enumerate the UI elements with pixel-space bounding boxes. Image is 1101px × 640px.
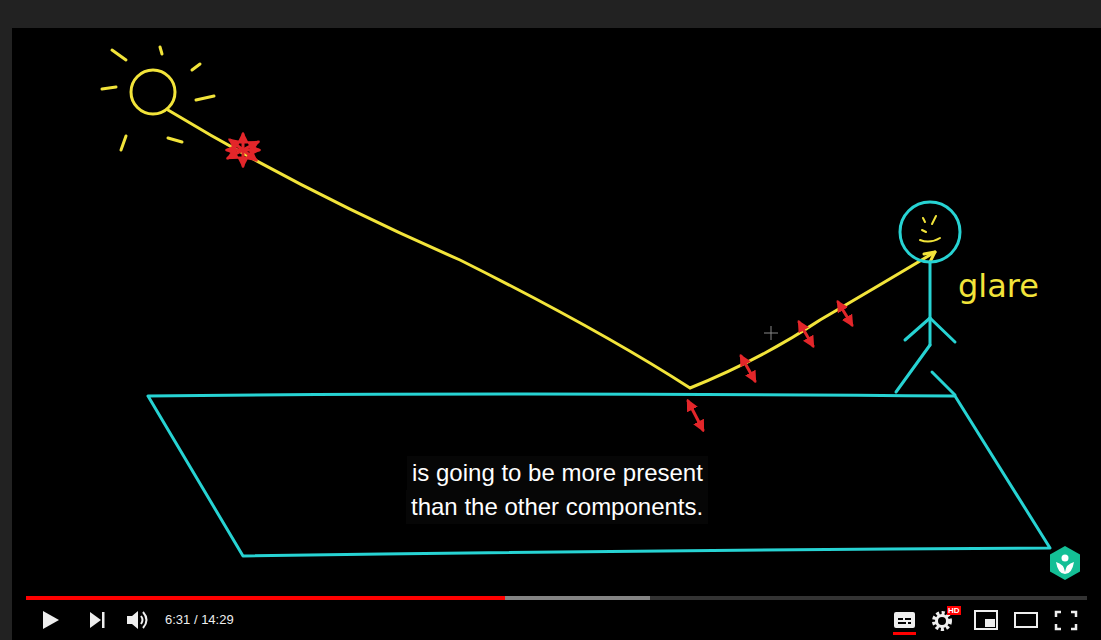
time-display: 6:31 / 14:29 [165, 612, 234, 628]
figure-eye [932, 216, 936, 224]
reflecting-surface [148, 394, 1050, 556]
sun [102, 47, 214, 150]
gear-ring [937, 616, 948, 627]
sun-ray [102, 87, 116, 89]
logo-head [1062, 555, 1069, 562]
volume-waves [141, 612, 147, 628]
settings-icon [934, 613, 950, 629]
figure-eye [923, 218, 925, 222]
subtitles-lines [898, 619, 911, 623]
figure-leg [932, 372, 955, 395]
polarization-arrow [228, 142, 258, 158]
video-area [12, 28, 1101, 640]
polarization-star [227, 134, 259, 166]
miniplayer-inner [985, 619, 995, 627]
cursor [764, 326, 778, 340]
channel-logo [1050, 546, 1080, 580]
sun-ray [121, 136, 126, 150]
play-icon [43, 611, 59, 629]
logo-leaf [1056, 562, 1074, 574]
light-ray [168, 110, 935, 388]
polarization-arrows [688, 302, 852, 430]
annotation-label: glare [958, 266, 1039, 306]
miniplayer-icon [975, 611, 997, 629]
figure-leg [896, 345, 930, 392]
polarization-arrow [838, 302, 852, 325]
subtitles-icon [894, 612, 915, 628]
polarization-arrow [741, 356, 755, 381]
sun-ray [160, 47, 162, 54]
polarization-arrow [688, 401, 703, 430]
sun-ray [112, 50, 126, 60]
figure-face [920, 216, 940, 242]
next-icon [90, 612, 101, 628]
figure-body [929, 262, 932, 345]
sun-ray [196, 96, 214, 100]
progress-buffer [505, 596, 650, 600]
sun-ray [192, 64, 200, 70]
fullscreen-icon [1056, 612, 1076, 629]
cursor-line [771, 326, 772, 340]
polarization-arrow [227, 149, 259, 152]
hd-badge: HD [947, 606, 961, 615]
next-icon-bar [102, 612, 105, 628]
polarization-arrow [799, 322, 813, 346]
sun-disc [131, 70, 175, 114]
figure-mark [922, 230, 926, 232]
subtitle-line: is going to be more present [407, 456, 708, 490]
logo-hexagon [1050, 546, 1080, 580]
sun-ray [168, 138, 182, 142]
figure-mouth [920, 238, 940, 242]
subtitle-line: than the other components. [406, 490, 708, 524]
volume-icon [127, 611, 138, 629]
stick-figure [896, 202, 960, 395]
gear-teeth [934, 613, 950, 629]
figure-arm [905, 318, 930, 340]
progress-track [26, 596, 1087, 600]
figure-head [900, 202, 960, 262]
figure-arm [930, 318, 955, 342]
top-bar [0, 0, 1101, 28]
subtitles-active-bar [893, 632, 916, 635]
theater-icon [1015, 613, 1037, 627]
progress-played [26, 596, 505, 600]
